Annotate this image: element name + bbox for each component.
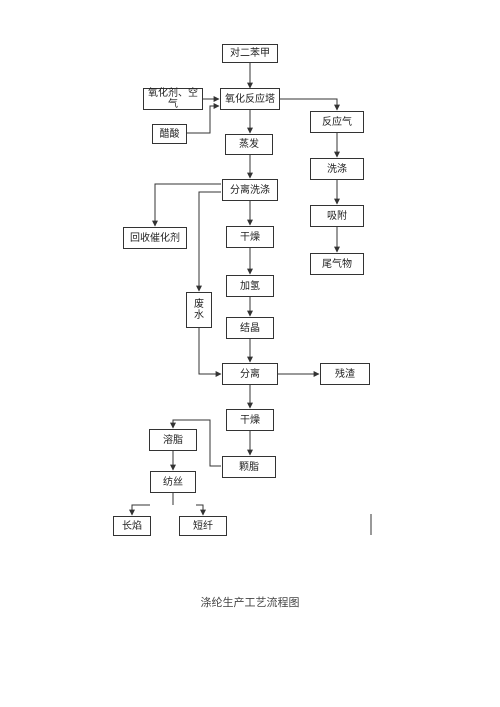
node-evaporation: 蒸发 (225, 134, 273, 155)
node-filament: 长焰 (113, 516, 151, 536)
diagram-caption: 涤纶生产工艺流程图 (200, 596, 300, 609)
node-reaction-gas: 反应气 (310, 111, 364, 133)
edge-separationwash-wastewater (196, 191, 221, 292)
node-spinning: 纺丝 (150, 471, 196, 493)
node-crystallization: 结晶 (226, 317, 274, 339)
node-waste-water: 废水 (186, 292, 212, 328)
edge-spinning-filament (129, 504, 150, 516)
edge-chips-melt (170, 419, 221, 467)
edge-tower-reactiongas (280, 98, 340, 111)
node-washing: 洗涤 (310, 158, 364, 180)
node-melt: 溶脂 (149, 429, 197, 451)
edge-separationwash-recovercatalyst (152, 183, 221, 227)
node-drying-2: 干燥 (226, 409, 274, 431)
edge-acid-tower (187, 103, 220, 134)
node-tail-gas: 尾气物 (310, 253, 364, 275)
node-recover-catalyst: 回收催化剂 (123, 227, 187, 249)
node-staple: 短纤 (179, 516, 227, 536)
node-drying-1: 干燥 (226, 226, 274, 248)
node-chips: 颗脂 (222, 456, 276, 478)
edge-wastewater-separation (198, 328, 222, 377)
edge-spinning-staple (196, 504, 206, 516)
node-separation: 分离 (222, 363, 278, 385)
node-oxidant-air: 氧化剂、空气 (143, 88, 203, 110)
node-adsorption: 吸附 (310, 205, 364, 227)
node-residue: 残渣 (320, 363, 370, 385)
node-hydrogenation: 加氢 (226, 275, 274, 297)
node-oxidation-tower: 氧化反应塔 (220, 88, 280, 110)
node-pxylene: 对二苯甲 (222, 44, 278, 63)
node-separation-wash: 分离洗涤 (222, 179, 278, 201)
node-acetic-acid: 醋酸 (152, 124, 187, 144)
